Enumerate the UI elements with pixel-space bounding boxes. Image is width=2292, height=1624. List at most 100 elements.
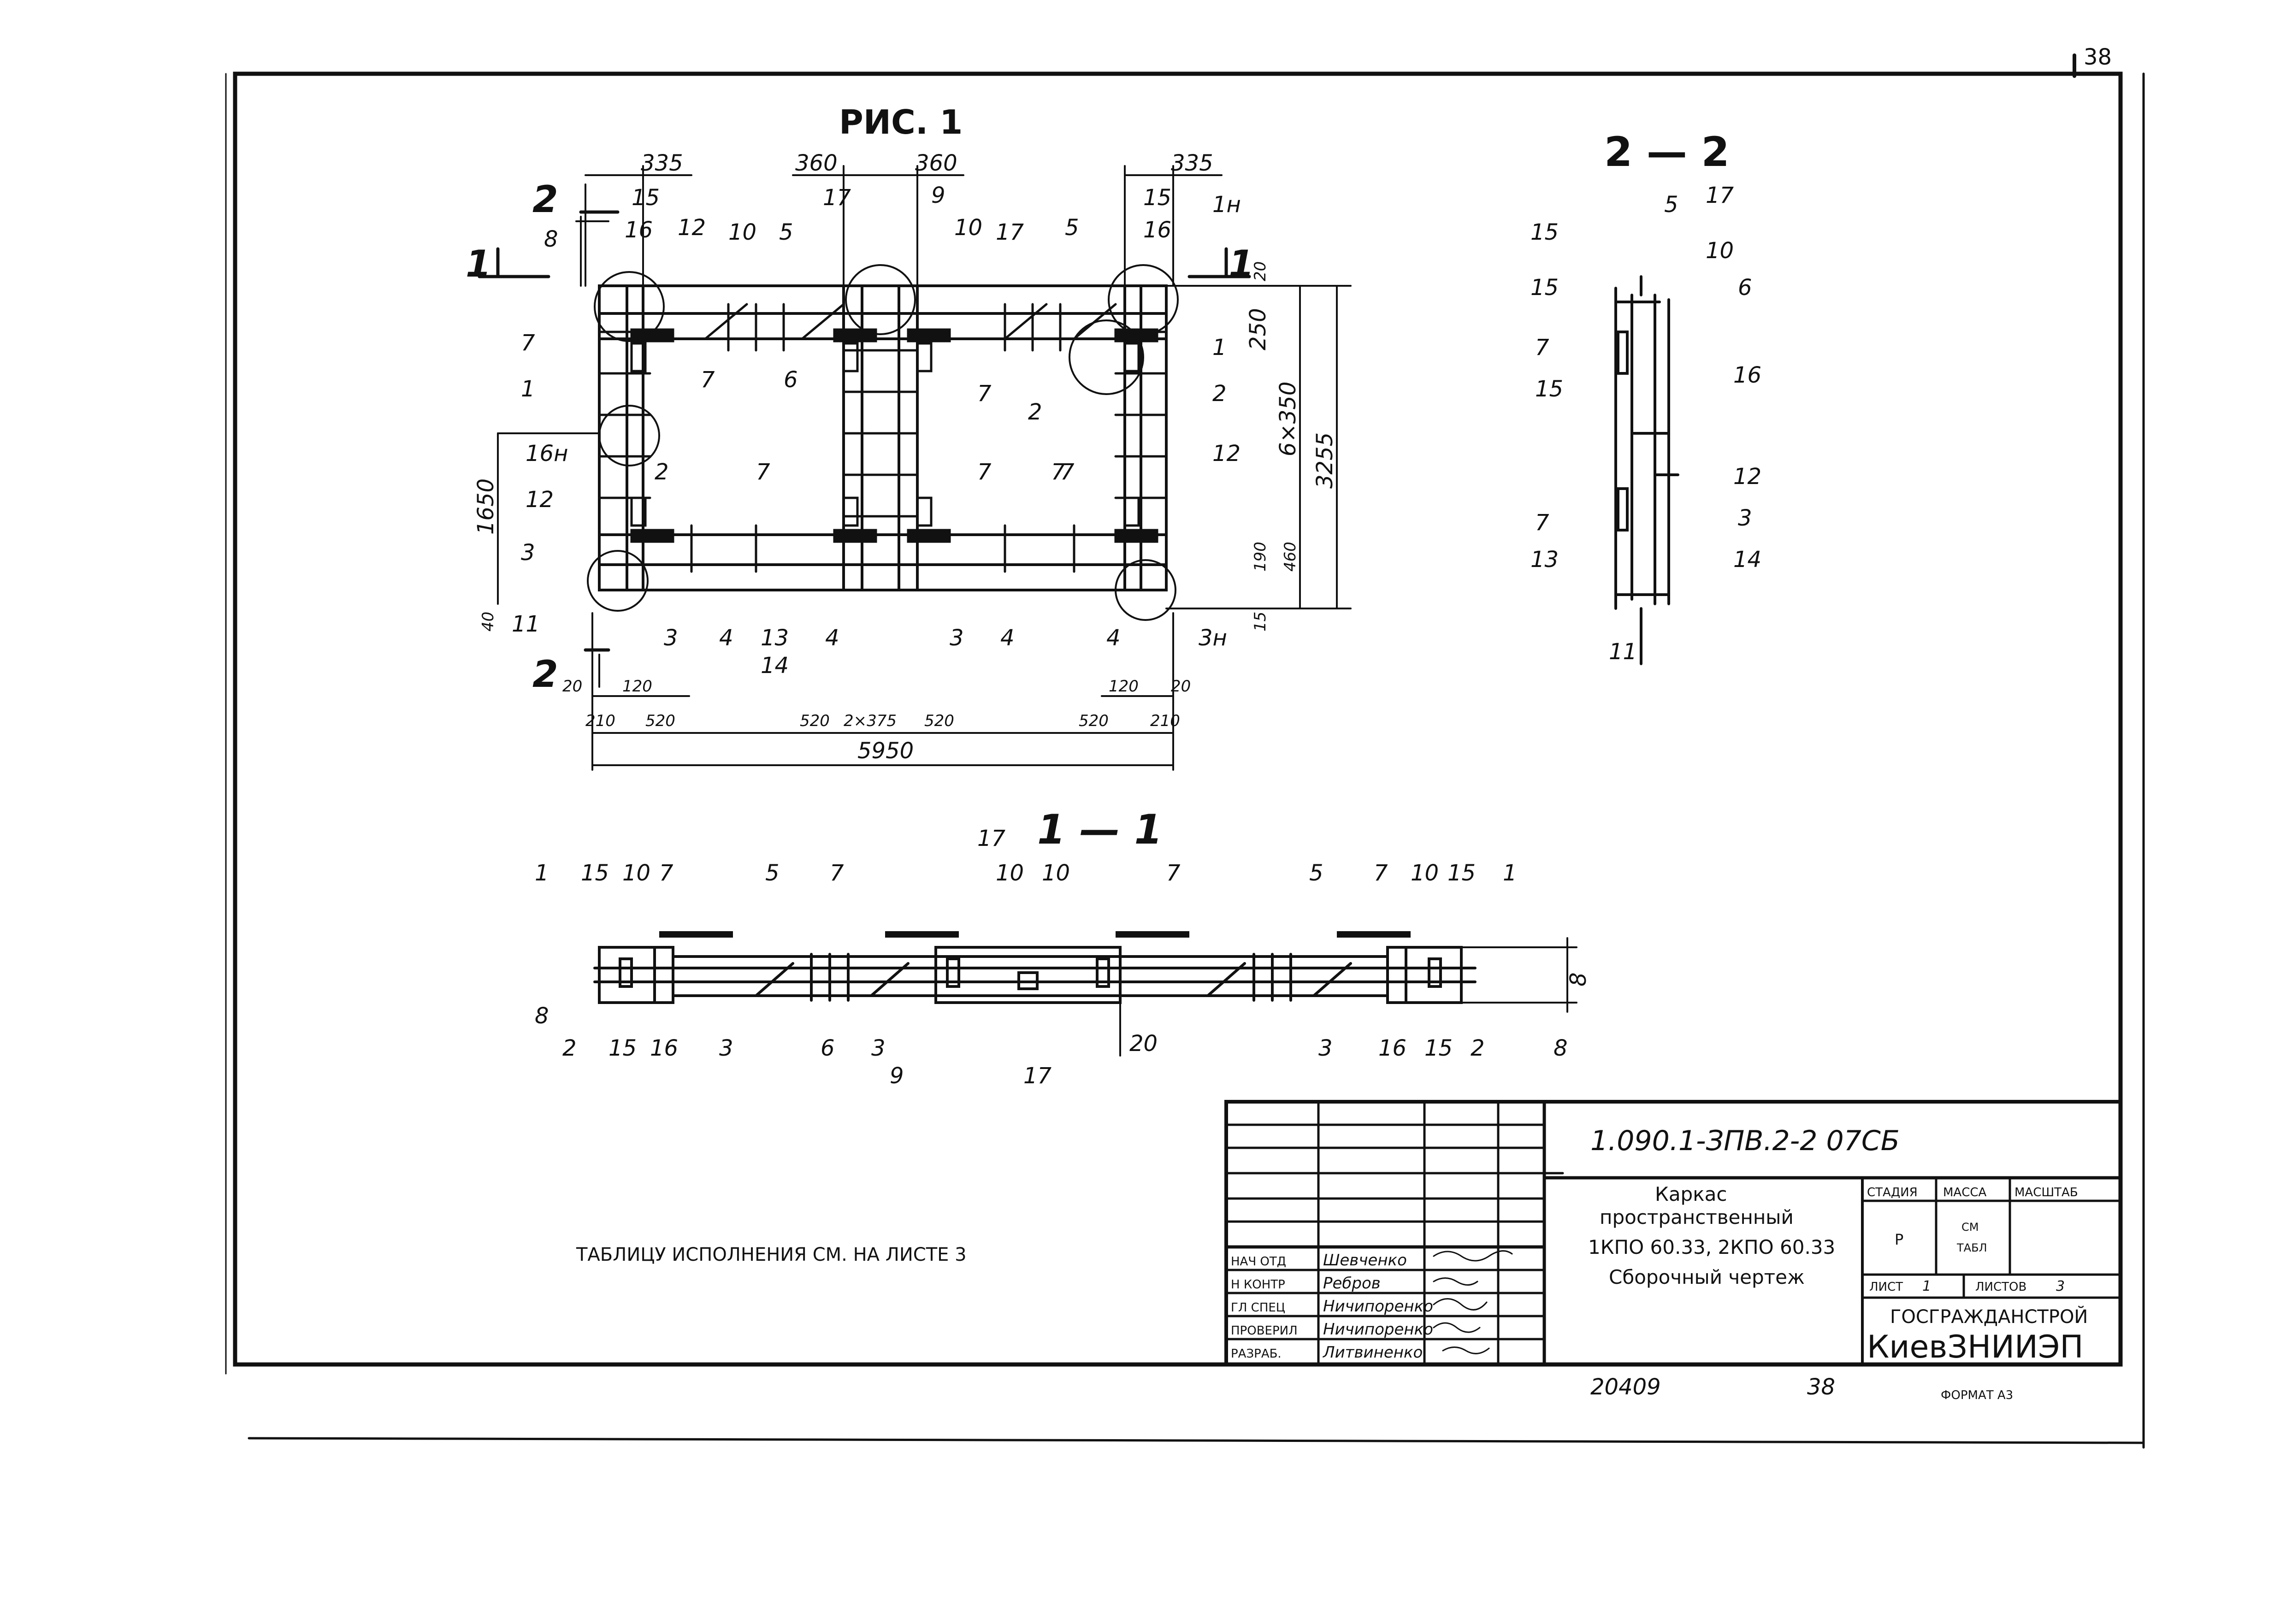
header-mass: МАССА xyxy=(1943,1186,1987,1199)
role-3: ГЛ СПЕЦ xyxy=(1231,1301,1285,1315)
signer-3: Ничипоренко xyxy=(1323,1297,1433,1316)
dim-left-1: 1650 xyxy=(473,478,499,535)
detail-circles xyxy=(587,264,1179,621)
dim-total: 5950 xyxy=(857,738,914,764)
name-line3: 1КПО 60.33, 2КПО 60.33 xyxy=(1588,1236,1835,1258)
callout: 7 xyxy=(701,367,715,393)
callout: 2 xyxy=(1471,1035,1485,1061)
name-line2: пространственный xyxy=(1600,1206,1794,1228)
callout: 7 xyxy=(1535,510,1549,536)
dim-right-2: 250 xyxy=(1245,308,1271,350)
signatures xyxy=(1433,1250,1513,1354)
callout: 7 xyxy=(1051,459,1065,485)
callout: 13 xyxy=(1530,547,1559,573)
callout: 2 xyxy=(1212,381,1227,407)
callout: 16н xyxy=(526,441,568,467)
callout: 7 xyxy=(1374,860,1388,886)
org-name-2: КиевЗНИИЭП xyxy=(1867,1329,2083,1365)
inventory-number: 20409 xyxy=(1590,1374,1661,1400)
callout: 7 xyxy=(977,459,992,485)
callout: 9 xyxy=(931,183,945,208)
dim-bottom2-2: 520 xyxy=(645,712,675,730)
name-line1: Каркас xyxy=(1655,1183,1727,1205)
callout: 12 xyxy=(526,487,554,513)
callout: 8 xyxy=(544,226,558,252)
corner-page-number: 38 xyxy=(2084,44,2112,70)
section-mark-2-bottom: 2 xyxy=(532,653,558,696)
page-number: 38 xyxy=(1807,1374,1835,1400)
figure-texts: РИС. 1 1 — 1 2 — 2 1 1 2 2 335 360 360 3… xyxy=(466,44,2112,1402)
dim-bottom2-5: 520 xyxy=(924,712,954,730)
callout: 3 xyxy=(871,1035,886,1061)
dim-bottom2-7: 210 xyxy=(1150,712,1180,730)
plan-rungs xyxy=(598,303,1168,573)
callout: 1 xyxy=(521,376,535,402)
mass-value-2: ТАБЛ xyxy=(1956,1241,1987,1254)
stage-value: Р xyxy=(1895,1231,1903,1248)
signer-1: Шевченко xyxy=(1323,1251,1407,1270)
section-2-2-callouts: 15 5 17 10 6 15 7 15 16 12 7 3 13 14 11 xyxy=(1530,183,1761,665)
callout: 17 xyxy=(823,185,851,211)
format-label: ФОРМАТ А3 xyxy=(1941,1388,2013,1402)
sheets-number: 3 xyxy=(2056,1278,2065,1294)
drawing-frame xyxy=(233,71,2123,1367)
callout: 13 xyxy=(761,625,789,651)
callout: 7 xyxy=(977,381,992,407)
callout: 5 xyxy=(765,860,780,886)
section-1-1-plates xyxy=(659,931,1411,938)
callout: 3 xyxy=(664,625,678,651)
dim-bottom1-4: 20 xyxy=(1171,677,1191,696)
sheet-number: 1 xyxy=(1922,1278,1931,1294)
dim-right-6: 460 xyxy=(1281,542,1300,572)
callout: 10 xyxy=(1411,860,1439,886)
callout: 15 xyxy=(1447,860,1476,886)
callout: 7 xyxy=(830,860,844,886)
callout: 7 xyxy=(1166,860,1181,886)
role-2: Н КОНТР xyxy=(1231,1278,1285,1292)
dim-bottom1-2: 120 xyxy=(622,677,652,696)
callout: 15 xyxy=(1424,1035,1453,1061)
mass-value-1: СМ xyxy=(1961,1221,1979,1234)
dim-right-3: 6×350 xyxy=(1275,382,1301,456)
dim-bottom2-1: 210 xyxy=(585,712,615,730)
table-note: ТАБЛИЦУ ИСПОЛНЕНИЯ СМ. НА ЛИСТЕ 3 xyxy=(576,1244,967,1265)
callout: 16 xyxy=(650,1035,678,1061)
callout: 10 xyxy=(1042,860,1070,886)
callout: 17 xyxy=(996,219,1024,245)
callout: 7 xyxy=(1535,335,1549,360)
title-block xyxy=(1224,1100,2122,1366)
dim-top-3: 360 xyxy=(915,150,957,176)
callout: 17 xyxy=(1706,183,1734,208)
callout: 6 xyxy=(821,1035,835,1061)
callout: 14 xyxy=(761,653,789,679)
dim-right-1: 20 xyxy=(1251,261,1270,281)
callout: 16 xyxy=(1143,217,1171,243)
section-cut-marks xyxy=(478,210,1251,652)
callout: 16 xyxy=(625,217,653,243)
callout: 3 xyxy=(521,540,535,566)
dim-section-20: 20 xyxy=(1129,1031,1158,1057)
callout: 7 xyxy=(521,330,535,356)
dim-top-2: 360 xyxy=(795,150,838,176)
callout: 17 xyxy=(977,826,1006,851)
callout: 16 xyxy=(1378,1035,1406,1061)
outer-frame-bottom xyxy=(248,1437,2145,1444)
callout: 3 xyxy=(719,1035,733,1061)
callout: 10 xyxy=(1706,238,1734,264)
sheets-label: ЛИСТОВ xyxy=(1975,1280,2026,1294)
signer-5: Литвиненко xyxy=(1322,1343,1423,1362)
callout: 5 xyxy=(1065,215,1079,241)
callout: 3 xyxy=(950,625,964,651)
callout: 15 xyxy=(1530,275,1559,301)
callout: 15 xyxy=(581,860,609,886)
callout: 7 xyxy=(756,459,770,485)
callout: 1н xyxy=(1212,192,1241,218)
org-name-1: ГОСГРАЖДАНСТРОЙ xyxy=(1890,1305,2088,1328)
dim-right-4: 3255 xyxy=(1312,432,1338,489)
doc-code: 1.090.1-ЗПВ.2-2 07СБ xyxy=(1590,1125,1900,1157)
dim-bottom1-3: 120 xyxy=(1109,677,1139,696)
callout: 3 xyxy=(1318,1035,1333,1061)
callout: 7 xyxy=(659,860,673,886)
section-2-2-view xyxy=(1614,275,1679,665)
